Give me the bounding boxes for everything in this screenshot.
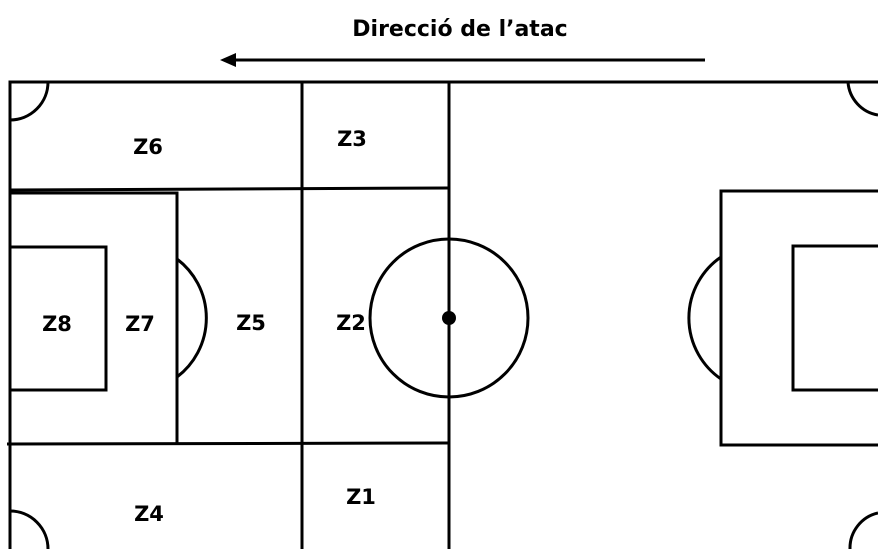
corner-arc-bottom-left bbox=[9, 509, 50, 549]
zone-divider-bottom bbox=[6, 441, 450, 446]
zone-label-z4: Z4 bbox=[134, 502, 164, 526]
corner-arc-top-right bbox=[846, 81, 878, 117]
zone-label-z1: Z1 bbox=[346, 485, 376, 509]
zone-label-z2: Z2 bbox=[336, 311, 366, 335]
left-goal-area bbox=[8, 245, 108, 392]
zone-label-z5: Z5 bbox=[236, 311, 266, 335]
right-goal-area bbox=[791, 244, 878, 392]
right-penalty-area bbox=[719, 189, 878, 447]
zone-divider-top bbox=[9, 186, 450, 192]
zone-label-z3: Z3 bbox=[337, 127, 367, 151]
left-penalty-arc bbox=[176, 257, 208, 379]
corner-arc-bottom-right bbox=[848, 511, 878, 549]
center-spot bbox=[442, 311, 456, 325]
zone-label-z7: Z7 bbox=[125, 312, 155, 336]
zone-label-z6: Z6 bbox=[133, 135, 163, 159]
corner-arc-top-left bbox=[9, 81, 50, 122]
zone-label-z8: Z8 bbox=[42, 312, 72, 336]
pitch-outline bbox=[8, 80, 878, 549]
left-penalty-area bbox=[10, 191, 179, 444]
center-circle bbox=[368, 237, 530, 399]
attack-direction-title: Direcció de l’atac bbox=[352, 17, 567, 42]
right-penalty-arc bbox=[687, 255, 722, 381]
attack-direction-arrow bbox=[220, 53, 705, 67]
